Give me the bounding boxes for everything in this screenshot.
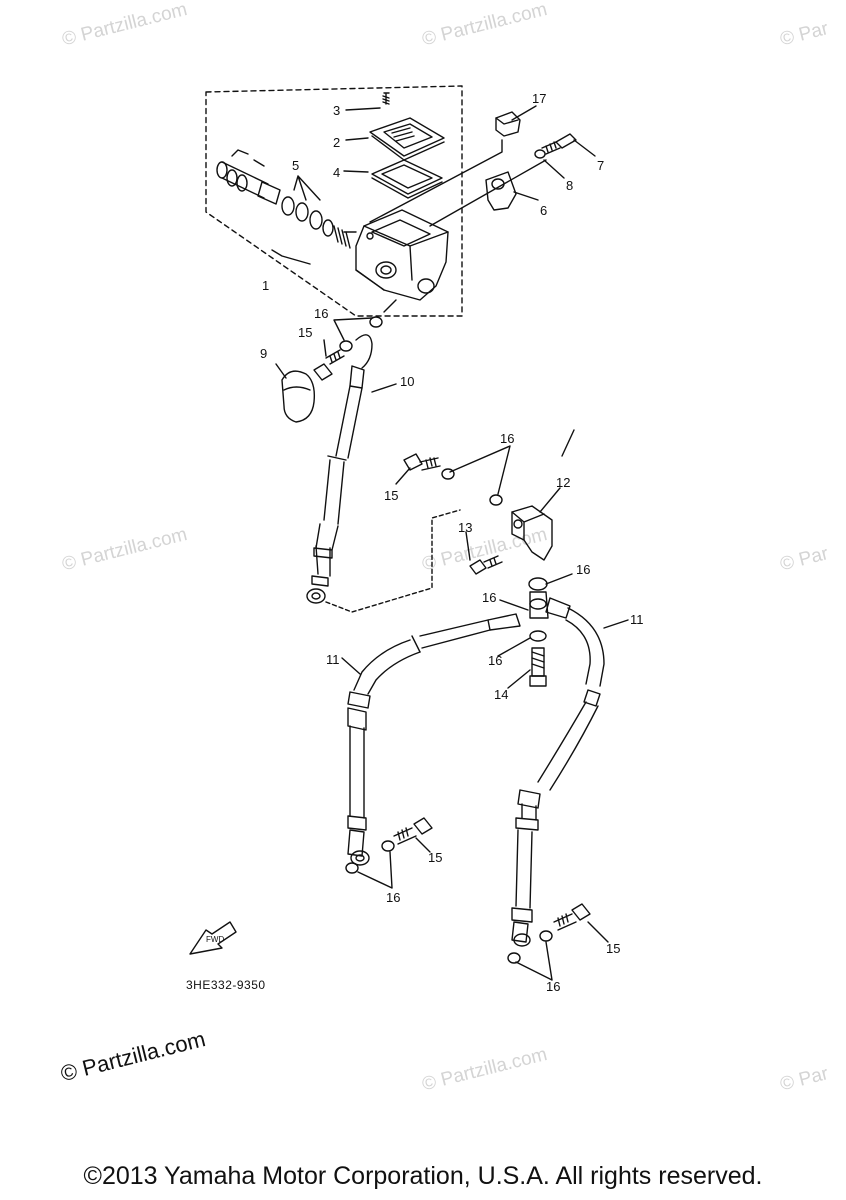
washer-part-16 [381,840,395,852]
callout-16-joint-bottom: 16 [488,653,502,668]
callout-6: 6 [540,203,547,218]
washer-part-16 [489,494,503,506]
bolt-part-13 [469,555,503,575]
brake-hose-part-11 [347,613,521,866]
hose-joint [528,577,549,642]
callout-16-mid: 16 [500,431,514,446]
callout-14: 14 [494,687,508,702]
callout-7: 7 [597,158,604,173]
callout-4: 4 [333,165,340,180]
washer-part-16 [339,340,353,352]
washer-part-16 [441,468,455,480]
washer-part-8 [534,149,546,159]
callout-15-lower-right: 15 [606,941,620,956]
fwd-arrow-icon [189,921,237,955]
callout-13: 13 [458,520,472,535]
boot-part-9 [281,370,316,423]
reservoir-cover-part-2 [369,117,445,161]
bolt-part-15 [403,453,441,471]
screw-part-3 [382,92,390,105]
callout-16-upper: 16 [314,306,328,321]
diagram-code: 3HE332-9350 [186,978,266,992]
bolt-part-14 [529,647,547,687]
cap-part-17 [495,111,521,137]
bolt-part-15 [313,349,345,381]
callout-8: 8 [566,178,573,193]
callout-16-joint-top: 16 [576,562,590,577]
callout-11-right: 11 [630,612,644,627]
callout-16-lower-right: 16 [546,979,560,994]
bolt-part-7 [541,133,577,155]
washer-part-16 [539,930,553,942]
callout-2: 2 [333,135,340,150]
callout-17: 17 [532,91,546,106]
diaphragm-part-4 [371,159,443,199]
fwd-label: FWD [206,935,224,944]
callout-16-lower-left: 16 [386,890,400,905]
piston-kit-part-5 [216,149,351,249]
washer-part-16 [345,862,359,874]
callout-11-left: 11 [326,652,340,667]
callout-1: 1 [262,278,269,293]
callout-12: 12 [556,475,570,490]
callout-3: 3 [333,103,340,118]
callout-15-mid: 15 [384,488,398,503]
callout-10: 10 [400,374,414,389]
washer-part-16 [369,316,383,328]
bolt-part-15 [553,903,591,931]
callout-9: 9 [260,346,267,361]
bracket-part-12 [511,505,553,561]
callout-15-lower-left: 15 [428,850,442,865]
washer-part-16 [507,952,521,964]
brake-hose-part-11 [511,597,605,947]
callout-5: 5 [292,158,299,173]
callout-16-joint-left: 16 [482,590,496,605]
callout-15-upper: 15 [298,325,312,340]
master-cylinder-part-1 [355,209,449,301]
brake-hose-part-10 [306,334,373,604]
bolt-part-15 [393,817,433,845]
assembly-outline [205,85,463,317]
copyright-notice: ©2013 Yamaha Motor Corporation, U.S.A. A… [83,1162,763,1190]
